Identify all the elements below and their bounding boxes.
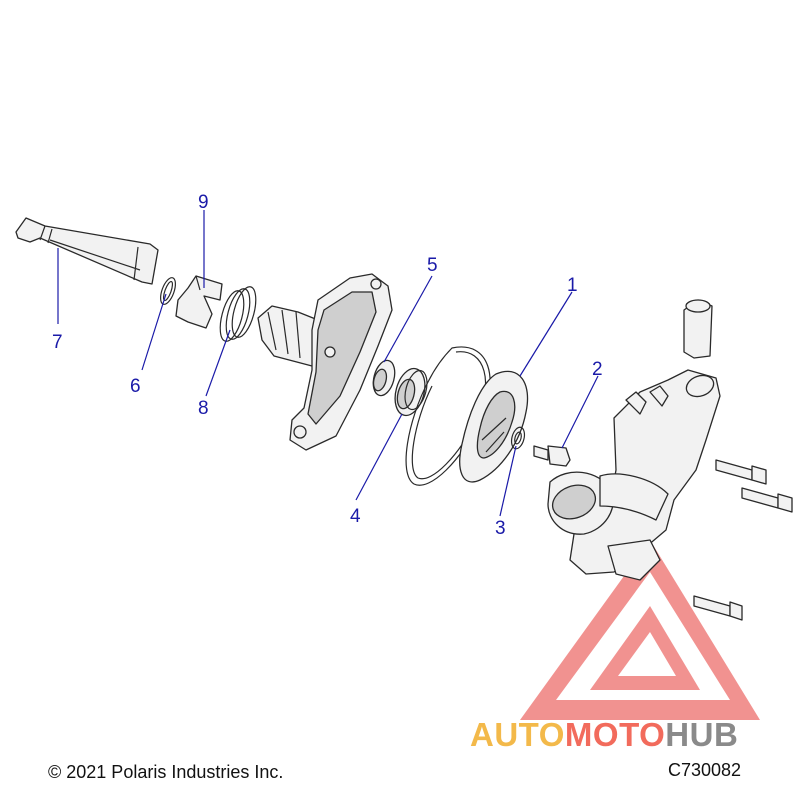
impeller-part bbox=[459, 370, 529, 483]
pump-body-part bbox=[547, 299, 721, 581]
callout-8: 8 bbox=[198, 398, 209, 419]
housing-cover-part bbox=[257, 273, 393, 451]
callout-6: 6 bbox=[130, 376, 141, 397]
watermark-text: AUTOMOTOHUB bbox=[470, 716, 738, 754]
callout-5: 5 bbox=[427, 255, 438, 276]
callout-3: 3 bbox=[495, 518, 506, 539]
watermark-logo-icon bbox=[520, 540, 760, 720]
callout-labels: 1 2 3 4 5 6 7 8 9 bbox=[52, 192, 603, 539]
snap-ring-part bbox=[160, 277, 176, 305]
watermark-auto: AUTO bbox=[470, 716, 565, 753]
callout-4: 4 bbox=[350, 506, 361, 527]
seal-part bbox=[394, 367, 428, 417]
shaft-part bbox=[15, 217, 159, 285]
watermark-hub: HUB bbox=[665, 716, 739, 753]
o-ring-part bbox=[405, 346, 491, 486]
leader-lines bbox=[57, 210, 599, 517]
copyright-text: © 2021 Polaris Industries Inc. bbox=[48, 762, 284, 782]
diagram-code: C730082 bbox=[668, 760, 742, 780]
callout-2: 2 bbox=[592, 359, 603, 380]
bolt-part bbox=[533, 445, 571, 467]
spring-part bbox=[219, 286, 257, 342]
callout-9: 9 bbox=[198, 192, 209, 213]
bushing-part bbox=[372, 359, 396, 397]
callout-1: 1 bbox=[567, 275, 578, 296]
clip-part bbox=[175, 275, 223, 329]
watermark-moto: MOTO bbox=[564, 716, 666, 753]
mounting-bolts-part bbox=[693, 459, 793, 621]
callout-7: 7 bbox=[52, 332, 63, 353]
